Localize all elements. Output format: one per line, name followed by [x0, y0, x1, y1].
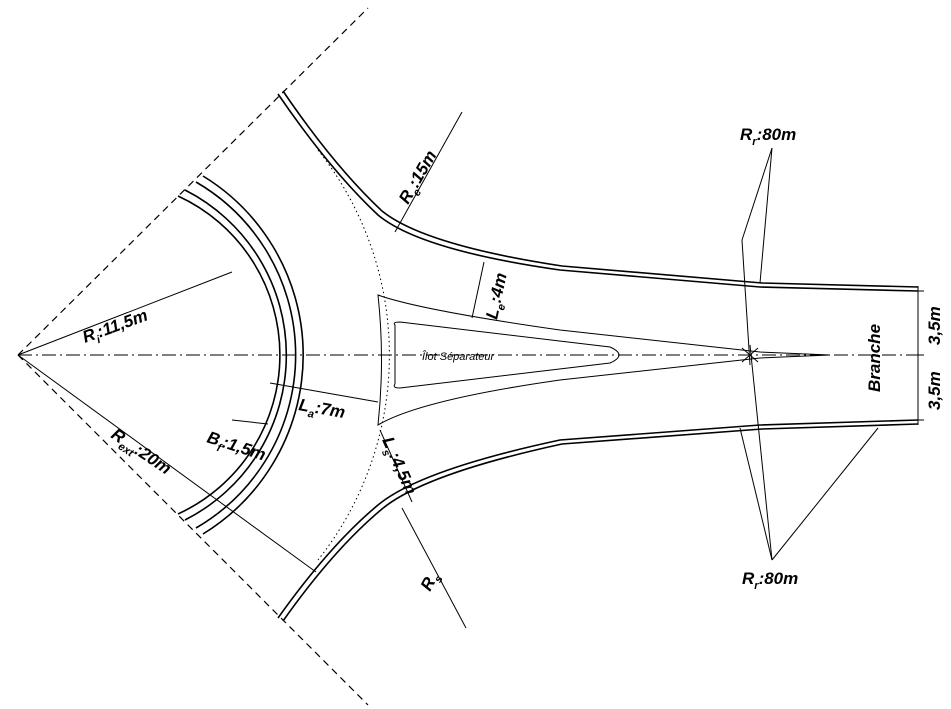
ls-dimension-line [379, 429, 413, 503]
rr-top-label: Rr:80m [740, 125, 796, 148]
inner-island-shape [393, 321, 620, 389]
rr-top-leader-b [759, 147, 773, 284]
re-label: Re:15m [395, 147, 444, 209]
rs-leader-line [401, 507, 467, 629]
la-label: La:7m [297, 395, 347, 426]
bf-dimension-line [231, 419, 269, 425]
branch-label: Branche [865, 324, 884, 392]
rr-bottom-leader-a [749, 344, 773, 561]
le-label: Le:4m [482, 271, 514, 322]
apron-inner-edge [195, 181, 297, 529]
separator-island-outline [377, 294, 831, 426]
ri-dimension-line [17, 271, 233, 356]
lane-top-width-label: 3,5m [925, 306, 944, 345]
central-island-outer-edge [184, 189, 288, 521]
ls-label: Ls:4,5m [375, 434, 421, 499]
lane-bottom-width-label: 3,5m [925, 371, 944, 410]
rr-top-leader-c [741, 239, 751, 366]
bf-label: Bf:1,5m [204, 428, 269, 469]
ri-label: Ri:11,5m [80, 306, 152, 351]
rr-bottom-leader-b [771, 427, 879, 561]
rr-bottom-label: Rr:80m [742, 569, 798, 592]
le-dimension-line [471, 261, 485, 319]
la-dimension-line [269, 382, 379, 403]
central-island-inner-edge [177, 195, 281, 515]
entry-outer-edge-line-b [282, 90, 919, 288]
rr-bottom-leader-c [739, 427, 773, 561]
exit-outer-edge-line-a [277, 419, 919, 619]
entry-outer-edge-line-a [277, 93, 919, 292]
island-label: Îlot Séparateur [422, 350, 495, 363]
outer-ring-dotted-arc [317, 149, 390, 561]
rr-top-leader-a [741, 147, 773, 241]
rs-label: Rs [417, 569, 446, 596]
exit-outer-edge-line-b [282, 423, 919, 622]
lower-boundary-dashed-line [17, 354, 369, 706]
rext-dimension-line [17, 354, 317, 573]
re-leader-line [394, 111, 463, 233]
upper-boundary-dashed-line [17, 7, 369, 356]
axis-cross-mark-b [741, 347, 759, 363]
apron-outer-edge [202, 175, 304, 535]
